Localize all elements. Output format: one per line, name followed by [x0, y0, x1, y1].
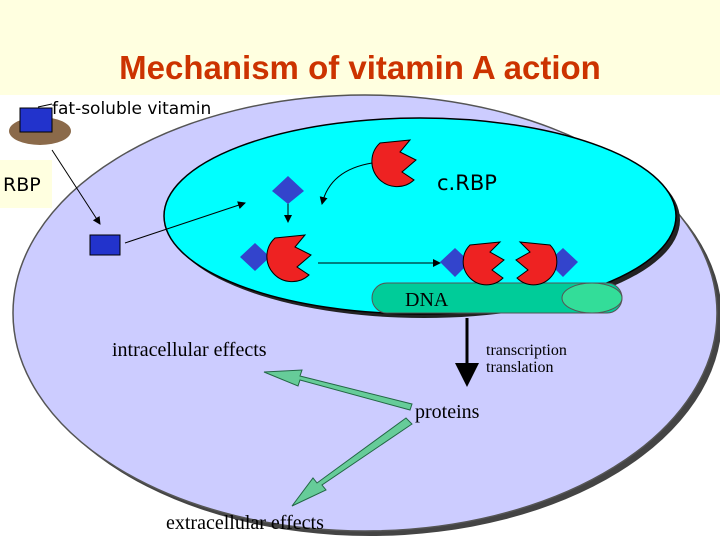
arrow-carrier-to-membrane — [51, 149, 101, 225]
arrow-crbp-to-complex — [319, 162, 373, 205]
crbp-protein-free — [371, 139, 417, 188]
arrow-into-nucleus — [124, 201, 246, 244]
retinol-square-membrane — [89, 234, 121, 256]
transcription-label: transcription — [486, 342, 567, 359]
retinol-diamond-nucleus — [272, 176, 304, 204]
crbp-label: c.RBP — [437, 171, 497, 195]
intracellular-effects-label: intracellular effects — [112, 339, 267, 361]
retinol-diamond-complex — [240, 243, 270, 271]
crbp-protein-bound — [266, 234, 312, 283]
dna-end-cap — [561, 282, 623, 314]
crbp-protein-dna-left — [462, 241, 505, 286]
rbp-label: RBP — [3, 174, 41, 196]
title-band — [0, 0, 720, 95]
proteins-label: proteins — [415, 401, 480, 423]
crbp-protein-dna-right — [515, 241, 558, 286]
retinol-diamond-dna-left — [440, 248, 470, 277]
green-arrow-intracellular — [263, 369, 413, 411]
slide-title: Mechanism of vitamin A action — [119, 49, 601, 86]
green-arrow-extracellular — [291, 417, 413, 507]
rbp-label-box — [0, 160, 52, 208]
label-leader-line — [37, 103, 53, 108]
extracellular-effects-label: extracellular effects — [166, 512, 324, 534]
translation-label: translation — [486, 359, 554, 376]
dna-label: DNA — [405, 289, 449, 311]
retinol-square-outside — [19, 107, 53, 133]
fat-soluble-vitamin-label: fat-soluble vitamin — [52, 99, 211, 119]
